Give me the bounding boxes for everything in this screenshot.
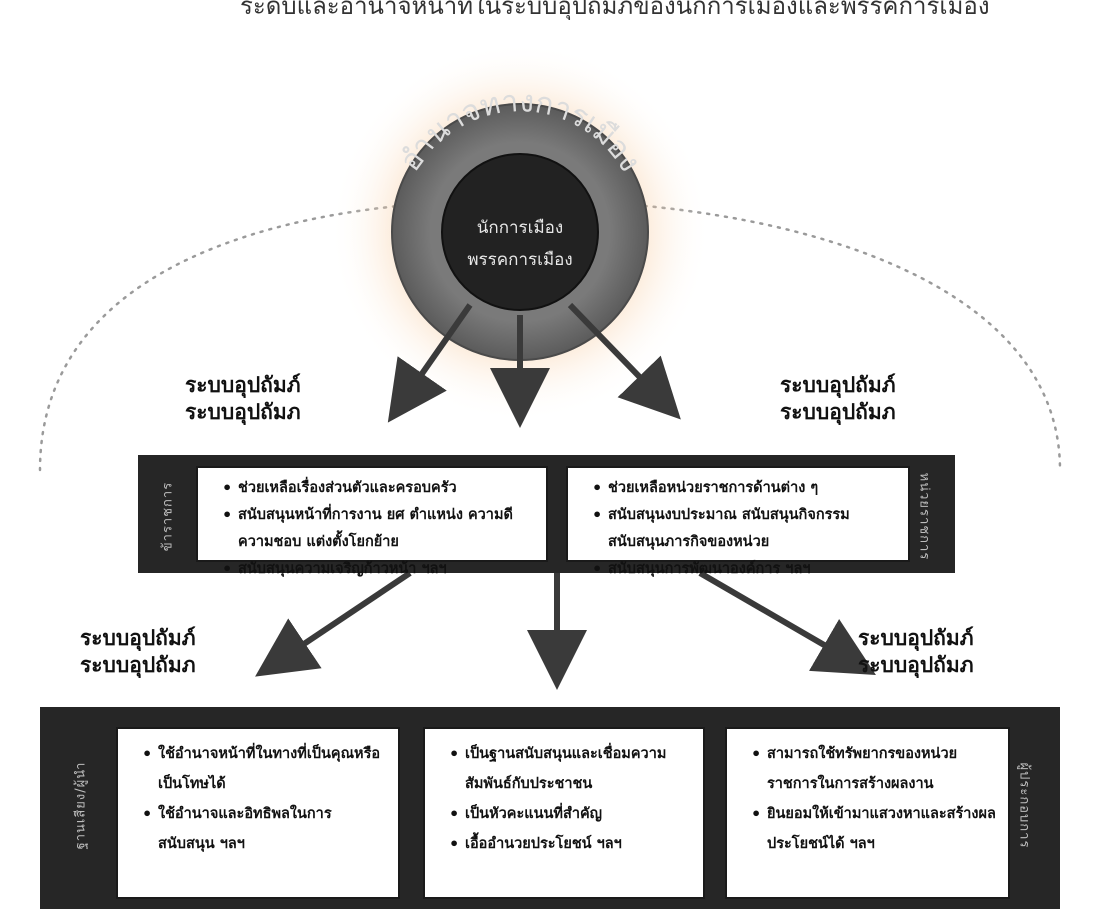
arrow-core-left — [387, 303, 473, 423]
inner-circle — [441, 153, 599, 311]
arrow-mid-left — [255, 570, 412, 677]
label-bottom-right-line1: ระบบอุปถัมภ์ — [858, 626, 974, 650]
bottom-list-1: ใช้อำนาจหน้าที่ในทางที่เป็นคุณหรือเป็นโท… — [132, 739, 388, 859]
middle-left-item: สนับสนุนหน้าที่การงาน ยศ ตำแหน่ง ความดีค… — [222, 501, 536, 555]
bottom-box-2-item: เป็นหัวคะแนนที่สำคัญ — [449, 799, 693, 829]
arrow-mid-right — [698, 570, 876, 676]
bottom-box-3: สามารถใช้ทรัพยากรของหน่วยราชการในการสร้า… — [725, 727, 1010, 899]
middle-right-item: ช่วยเหลือหน่วยราชการด้านต่าง ๆ — [592, 474, 898, 501]
label-top-right: ระบบอุปถัมภ์ ระบบอุปถัมภ — [780, 372, 896, 426]
bottom-box-2: เป็นฐานสนับสนุนและเชื่อมความสัมพันธ์กับป… — [423, 727, 705, 899]
label-bottom-left-line1: ระบบอุปถัมภ์ — [80, 626, 196, 650]
middle-right-side-label: หน่วยราชการ — [916, 472, 932, 561]
label-bottom-right: ระบบอุปถัมภ์ ระบบอุปถัมภ — [858, 625, 974, 679]
bottom-list-2: เป็นฐานสนับสนุนและเชื่อมความสัมพันธ์กับป… — [439, 739, 693, 859]
bottom-right-side-label: ผู้ประกอบการ — [1016, 762, 1032, 849]
bottom-box-3-item: ยินยอมให้เข้ามาแสวงหาและสร้างผลประโยชน์ไ… — [751, 799, 998, 859]
bottom-box-2-item: เป็นฐานสนับสนุนและเชื่อมความสัมพันธ์กับป… — [449, 739, 693, 799]
bottom-box-1-item: ใช้อำนาจหน้าที่ในทางที่เป็นคุณหรือเป็นโท… — [142, 739, 388, 799]
middle-right-item: สนับสนุนการพัฒนาองค์การ ฯลฯ — [592, 555, 898, 582]
label-top-left-line1: ระบบอุปถัมภ์ — [185, 373, 301, 397]
label-top-left: ระบบอุปถัมภ์ ระบบอุปถัมภ — [185, 372, 301, 426]
middle-left-item: ช่วยเหลือเรื่องส่วนตัวและครอบครัว — [222, 474, 536, 501]
bottom-box-1-item: ใช้อำนาจและอิทธิพลในการสนับสนุน ฯลฯ — [142, 799, 388, 859]
label-bottom-left-line2: ระบบอุปถัมภ — [80, 653, 196, 677]
middle-left-side-label: ข้าราชการ — [160, 481, 176, 552]
label-top-right-line1: ระบบอุปถัมภ์ — [780, 373, 896, 397]
bottom-box-3-item: สามารถใช้ทรัพยากรของหน่วยราชการในการสร้า… — [751, 739, 998, 799]
middle-left-box: ช่วยเหลือเรื่องส่วนตัวและครอบครัวสนับสนุ… — [196, 466, 548, 582]
core-text: นักการเมือง พรรคการเมือง — [440, 212, 600, 276]
label-bottom-left: ระบบอุปถัมภ์ ระบบอุปถัมภ — [80, 625, 196, 679]
middle-left-list: ช่วยเหลือเรื่องส่วนตัวและครอบครัวสนับสนุ… — [212, 474, 536, 582]
arrow-core-right — [567, 302, 681, 420]
middle-right-box: ช่วยเหลือหน่วยราชการด้านต่าง ๆสนับสนุนงบ… — [566, 466, 910, 582]
core-line-party: พรรคการเมือง — [467, 250, 573, 270]
middle-right-item: สนับสนุนงบประมาณ สนับสนุนกิจกรรม สนับสนุ… — [592, 501, 898, 555]
middle-left-item: สนับสนุนความเจริญก้าวหน้า ฯลฯ — [222, 555, 536, 582]
label-top-left-line2: ระบบอุปถัมภ — [185, 400, 301, 424]
core-line-politician: นักการเมือง — [476, 218, 564, 238]
bottom-box-1: ใช้อำนาจหน้าที่ในทางที่เป็นคุณหรือเป็นโท… — [116, 727, 400, 899]
bottom-left-side-label: ฐานเสียง/ผู้นำ — [73, 761, 89, 850]
header-text: ระดับและอำนาจหน้าที่ในระบบอุปถัมภ์ของนัก… — [240, 0, 990, 20]
bottom-list-3: สามารถใช้ทรัพยากรของหน่วยราชการในการสร้า… — [741, 739, 998, 859]
label-bottom-right-line2: ระบบอุปถัมภ — [858, 653, 974, 677]
label-top-right-line2: ระบบอุปถัมภ — [780, 400, 896, 424]
middle-right-list: ช่วยเหลือหน่วยราชการด้านต่าง ๆสนับสนุนงบ… — [582, 474, 898, 582]
bottom-box-2-item: เอื้ออำนวยประโยชน์ ฯลฯ — [449, 829, 693, 859]
